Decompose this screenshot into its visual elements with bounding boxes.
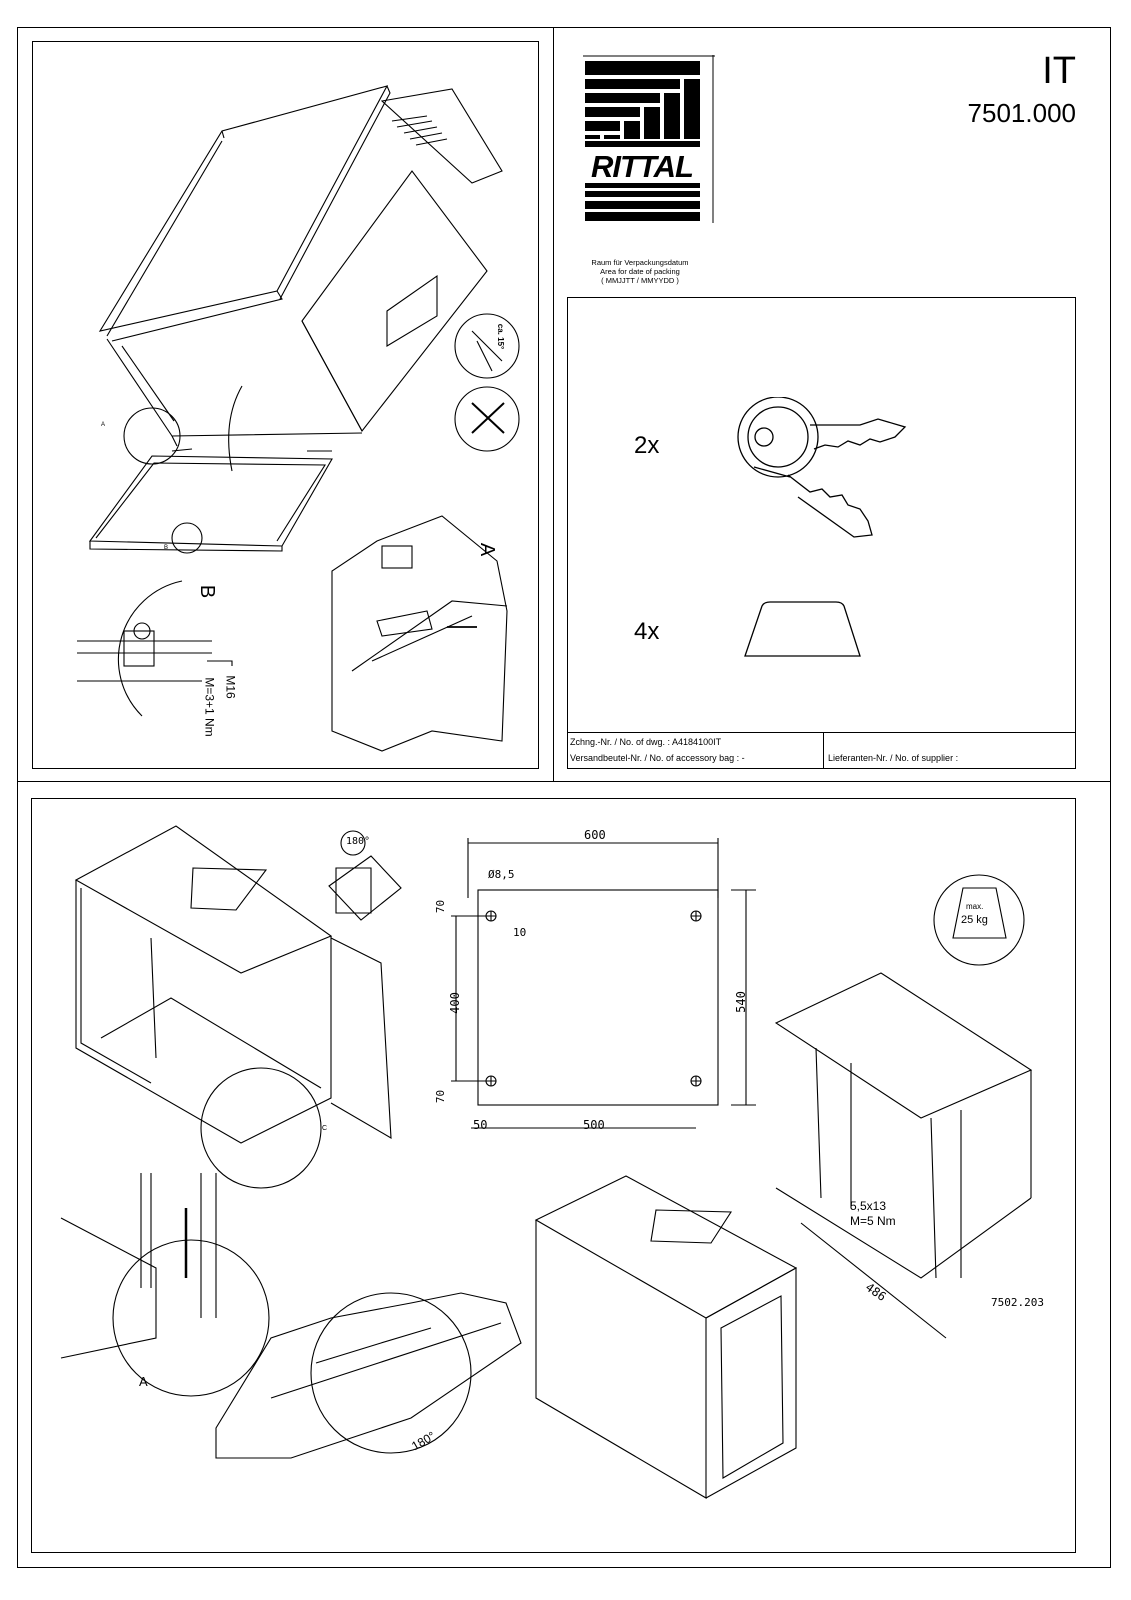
accessory-bag-number: Versandbeutel-Nr. / No. of accessory bag… (570, 753, 745, 763)
dim-width: 600 (584, 828, 606, 842)
feet-quantity: 4x (634, 618, 660, 645)
dim-rotation: 180° (346, 836, 371, 847)
rotation-sketch (328, 830, 402, 921)
rittal-logo: RITTAL (583, 55, 715, 223)
detail-c-view (215, 1292, 522, 1459)
installation-drawing (60, 825, 1033, 1499)
detail-a-view (331, 515, 508, 752)
packing-area-de: Raum für Verpackungsdatum (591, 258, 689, 267)
supplier-number: Lieferanten-Nr. / No. of supplier : (828, 753, 959, 763)
detail-c-label: C (322, 1125, 328, 1132)
product-family: IT (1042, 50, 1076, 92)
rack-screw: 5,5x13 (850, 1199, 887, 1213)
load-value: 25 kg (961, 914, 988, 926)
foot-icon (742, 600, 864, 665)
load-circle (933, 874, 1025, 966)
assembly-drawing (77, 85, 520, 752)
footer-table (567, 732, 1076, 769)
angle-hint-circle (454, 313, 520, 379)
bottom-frame (88, 455, 333, 552)
brand-name: RITTAL (591, 149, 693, 184)
rack-screw-torque: M=5 Nm (850, 1214, 896, 1228)
installation-frame (31, 798, 1076, 1553)
rack-accessory-part: 7502.203 (991, 1296, 1044, 1309)
weight-icon (952, 887, 1007, 939)
key-icon (730, 396, 915, 552)
dim-hole-diameter: Ø8,5 (488, 868, 515, 881)
detail-b-view (77, 580, 233, 717)
dim-hole-spacing: 500 (583, 1118, 605, 1132)
packing-format: ( MMJJTT / MMYYDD ) (601, 276, 679, 285)
cabinet-body (106, 170, 488, 447)
column-divider (553, 27, 554, 782)
page-border (17, 27, 1111, 1568)
rear-panel (380, 88, 503, 184)
article-number: 7501.000 (967, 98, 1076, 128)
no-lift-hint-circle (454, 386, 520, 452)
detail-b-marker (171, 522, 203, 554)
detail-b-label: B (196, 584, 219, 599)
load-label: max. (966, 902, 984, 911)
footer-divider (823, 732, 824, 769)
open-cabinet-view (74, 825, 392, 1189)
dim-left-offset: 50 (473, 1118, 488, 1132)
detail-a-small-label: A (101, 422, 106, 428)
assembly-frame (32, 41, 539, 769)
packing-date-area: Raum für Verpackungsdatum Area for date … (560, 258, 720, 285)
rack-frame-view (774, 972, 1033, 1339)
torque-value: M=3+1 Nm (202, 677, 217, 737)
detail-a-lower-label: A (139, 1374, 148, 1389)
accessory-frame (567, 297, 1076, 769)
dim-height-outer: 540 (733, 991, 748, 1013)
section-divider (17, 781, 1111, 782)
packing-area-en: Area for date of packing (600, 267, 680, 276)
cabinet-lid (98, 85, 391, 342)
hole-pattern-drawing (451, 838, 756, 1129)
detail-a-label: A (476, 542, 499, 557)
angle-hint-label: ca. 15° (496, 323, 506, 350)
drawing-number: Zchng.-Nr. / No. of dwg. : A4184100IT (570, 737, 722, 747)
closed-cabinet-view (534, 1175, 798, 1499)
detail-a-marker (123, 407, 181, 465)
detail-b-small-label: B (164, 545, 169, 551)
dim-bottom-offset: 70 (434, 1089, 448, 1104)
dim-top-offset: 70 (434, 899, 448, 914)
keys-quantity: 2x (634, 432, 660, 459)
torque-size: M16 (223, 675, 238, 699)
dim-height-inner: 400 (447, 992, 462, 1014)
dim-slot: 10 (513, 926, 527, 939)
detail-a-lower-view (60, 1173, 270, 1397)
